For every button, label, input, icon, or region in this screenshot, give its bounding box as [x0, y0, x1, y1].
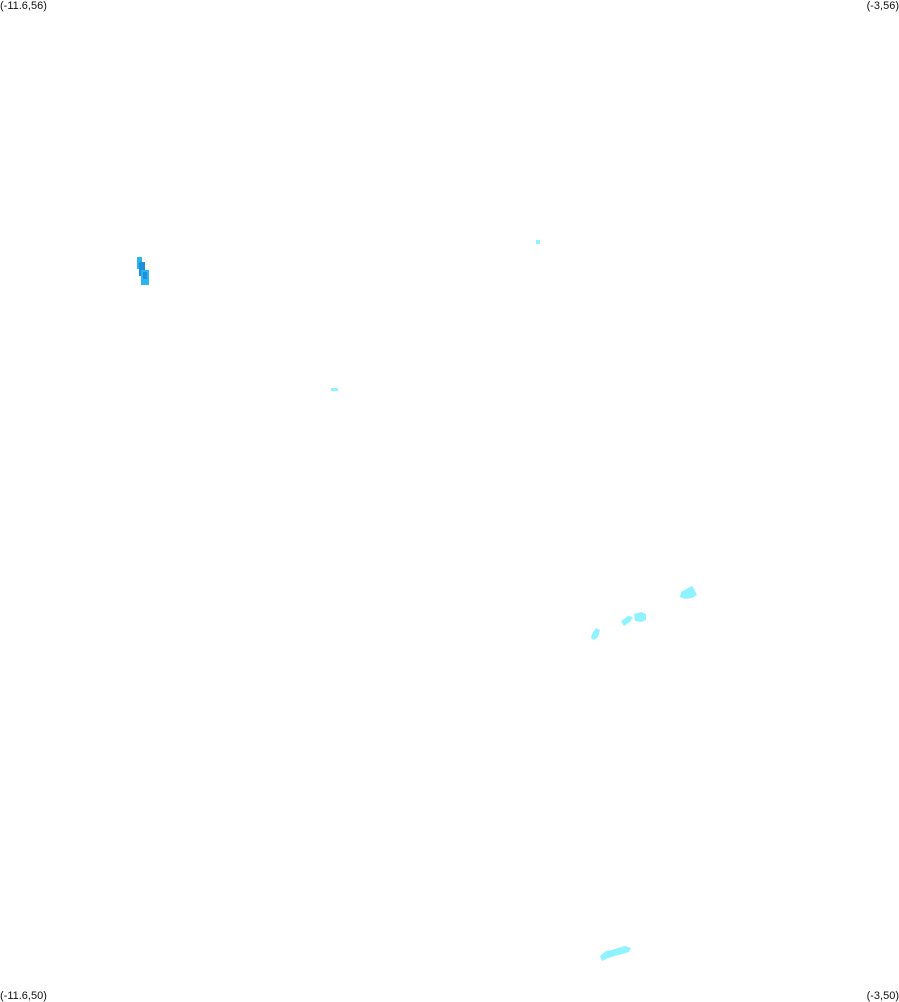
map-feature-cluster-south: [600, 946, 631, 961]
map-feature-cluster-part: [600, 946, 631, 961]
map-feature-cluster-part: [591, 628, 600, 640]
map-feature-cluster-part: [680, 586, 697, 599]
map-feature-speck-west: [331, 388, 338, 391]
map-feature-cluster-part: [621, 616, 633, 626]
map-feature-west-part: [139, 262, 145, 276]
map-feature-west-part: [143, 272, 147, 279]
map-feature-cluster-east: [591, 586, 697, 640]
corner-label-top-right: (-3,56): [866, 0, 899, 12]
corner-label-top-left: (-11.6,56): [0, 0, 47, 12]
map-feature-west: [137, 257, 149, 285]
map-feature-speck-north: [536, 240, 540, 244]
map-feature-cluster-part: [634, 612, 646, 622]
